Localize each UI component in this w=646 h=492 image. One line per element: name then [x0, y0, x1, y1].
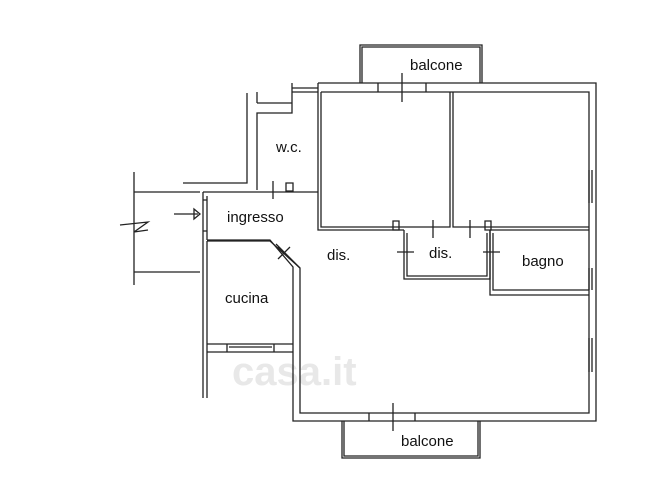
label-ingresso: ingresso: [227, 209, 284, 226]
watermark: casa.it: [232, 350, 357, 394]
ingresso-walls: [202, 191, 318, 398]
entrance-arrow-icon: [174, 207, 202, 221]
label-bagno: bagno: [522, 253, 564, 270]
landing: [119, 172, 200, 285]
label-balcone-bottom: balcone: [401, 433, 454, 450]
bagno-walls: [489, 230, 589, 296]
small-dis-doors: [392, 220, 500, 253]
label-balcone-top: balcone: [410, 57, 463, 74]
window-right-2: [588, 268, 593, 290]
door-balcony-top: [377, 73, 427, 102]
wc-walls: [183, 83, 318, 190]
wc-door: [272, 181, 294, 199]
door-balcony-bottom: [368, 403, 416, 431]
label-cucina: cucina: [225, 290, 269, 307]
cucina-walls: [207, 240, 301, 353]
cucina-door: [277, 246, 291, 260]
window-right-3: [588, 338, 593, 372]
label-dis-main: dis.: [327, 247, 350, 264]
label-dis-small: dis.: [429, 245, 452, 262]
window-right-1: [588, 170, 593, 203]
balcony-bottom: [341, 421, 481, 459]
bedroom-1-walls: [320, 92, 451, 228]
label-wc: w.c.: [275, 139, 302, 156]
balcony-top: [359, 44, 483, 83]
corridor-wall: [317, 83, 589, 231]
bedroom-2-walls: [452, 92, 589, 228]
